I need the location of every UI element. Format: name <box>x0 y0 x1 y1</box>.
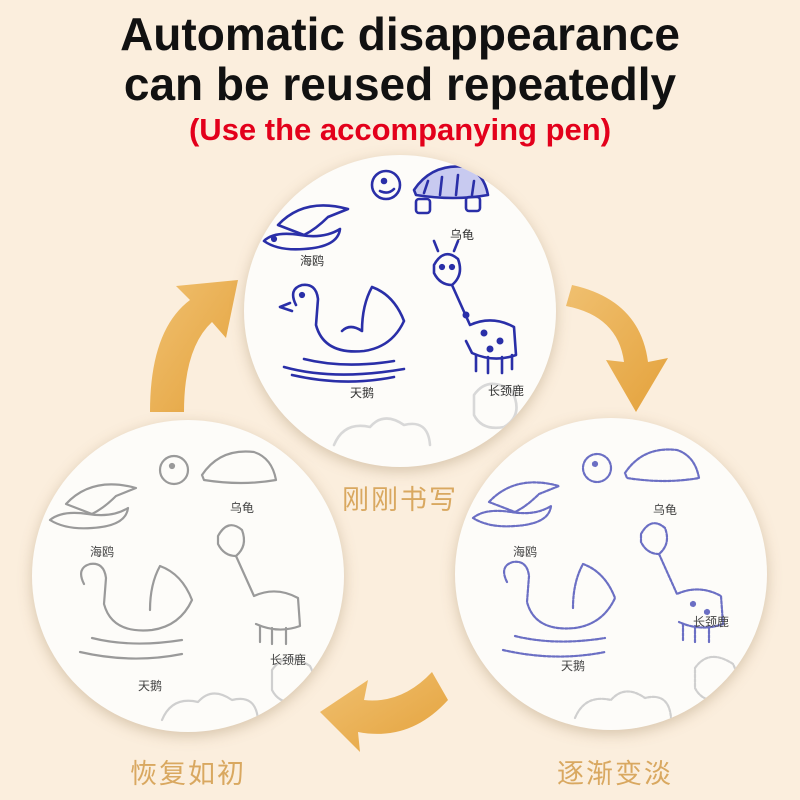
label-swan: 天鹅 <box>138 679 162 693</box>
label-swan: 天鹅 <box>350 386 374 400</box>
turtle-drawing <box>370 165 490 215</box>
headline-subline: (Use the accompanying pen) <box>188 112 612 147</box>
swan-drawing <box>278 283 406 383</box>
caption-restored: 恢复如初 <box>130 759 246 790</box>
disc-fading: 海鸥 乌龟 长颈鹿 天鹅 <box>455 418 767 730</box>
label-turtle: 乌龟 <box>653 502 677 517</box>
seagull-drawing <box>262 204 350 251</box>
label-turtle: 乌龟 <box>230 500 254 515</box>
giraffe-drawing <box>432 239 518 375</box>
caption-freshly-written: 刚刚书写 <box>342 485 458 516</box>
disc-freshly-written: 海鸥 乌龟 长颈鹿 天鹅 <box>244 155 556 467</box>
turtle-drawing <box>158 450 278 486</box>
arrow-down-right-icon <box>566 285 668 412</box>
seagull-drawing <box>48 483 138 530</box>
label-swan: 天鹅 <box>561 659 585 673</box>
swan-drawing <box>78 562 194 660</box>
giraffe-drawing <box>216 524 302 646</box>
label-turtle: 乌龟 <box>450 227 474 242</box>
label-giraffe: 长颈鹿 <box>270 652 306 667</box>
label-seagull: 海鸥 <box>300 253 324 268</box>
label-seagull: 海鸥 <box>513 544 537 559</box>
sheep-drawing <box>332 382 518 447</box>
disc-restored: 海鸥 乌龟 长颈鹿 天鹅 <box>32 420 344 732</box>
label-seagull: 海鸥 <box>90 544 114 559</box>
label-giraffe: 长颈鹿 <box>693 614 729 629</box>
drawing-fresh: 海鸥 乌龟 长颈鹿 天鹅 <box>262 165 524 447</box>
label-giraffe: 长颈鹿 <box>488 383 524 398</box>
headline-line-2: can be reused repeatedly <box>123 58 677 110</box>
caption-fading: 逐渐变淡 <box>557 759 673 790</box>
seagull-drawing <box>471 481 561 528</box>
swan-drawing <box>501 560 617 658</box>
giraffe-drawing <box>639 522 725 644</box>
arrow-up-left-icon <box>150 280 238 412</box>
turtle-drawing <box>581 448 701 484</box>
drawing-restored: 海鸥 乌龟 长颈鹿 天鹅 <box>48 450 316 722</box>
drawing-fading: 海鸥 乌龟 长颈鹿 天鹅 <box>471 448 739 720</box>
arrow-left-bottom-icon <box>320 672 448 752</box>
headline-line-1: Automatic disappearance <box>120 8 680 60</box>
